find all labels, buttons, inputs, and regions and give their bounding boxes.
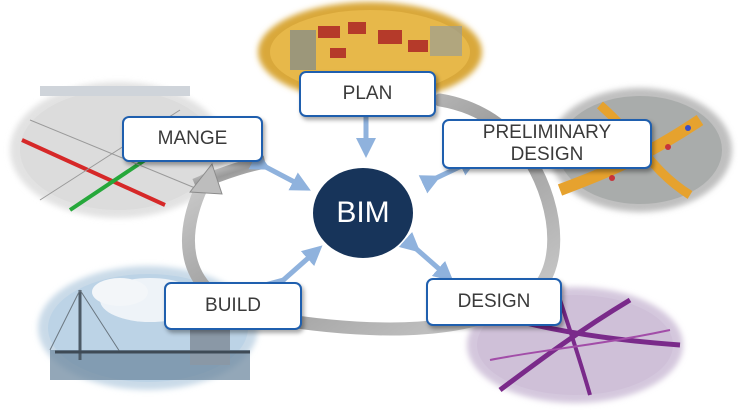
stage-label-mange: MANGE [157,128,228,149]
stage-label-preliminary-design: PRELIMINARY DESIGN [482,122,612,165]
stage-box-build: BUILD [164,282,302,330]
stage-label-plan: PLAN [342,83,393,104]
bim-hub-label: BIM [336,196,390,229]
stage-box-preliminary-design: PRELIMINARY DESIGN [442,119,652,169]
arrow-design [398,231,454,282]
stage-label-build: BUILD [205,295,261,316]
arrow-build [265,245,323,298]
stage-box-plan: PLAN [299,71,436,117]
stage-box-mange: MANGE [122,116,263,162]
arrow-mange [248,151,311,191]
stage-box-design: DESIGN [426,278,562,326]
bim-hub: BIM [313,168,413,258]
stage-label-design: DESIGN [457,291,531,312]
